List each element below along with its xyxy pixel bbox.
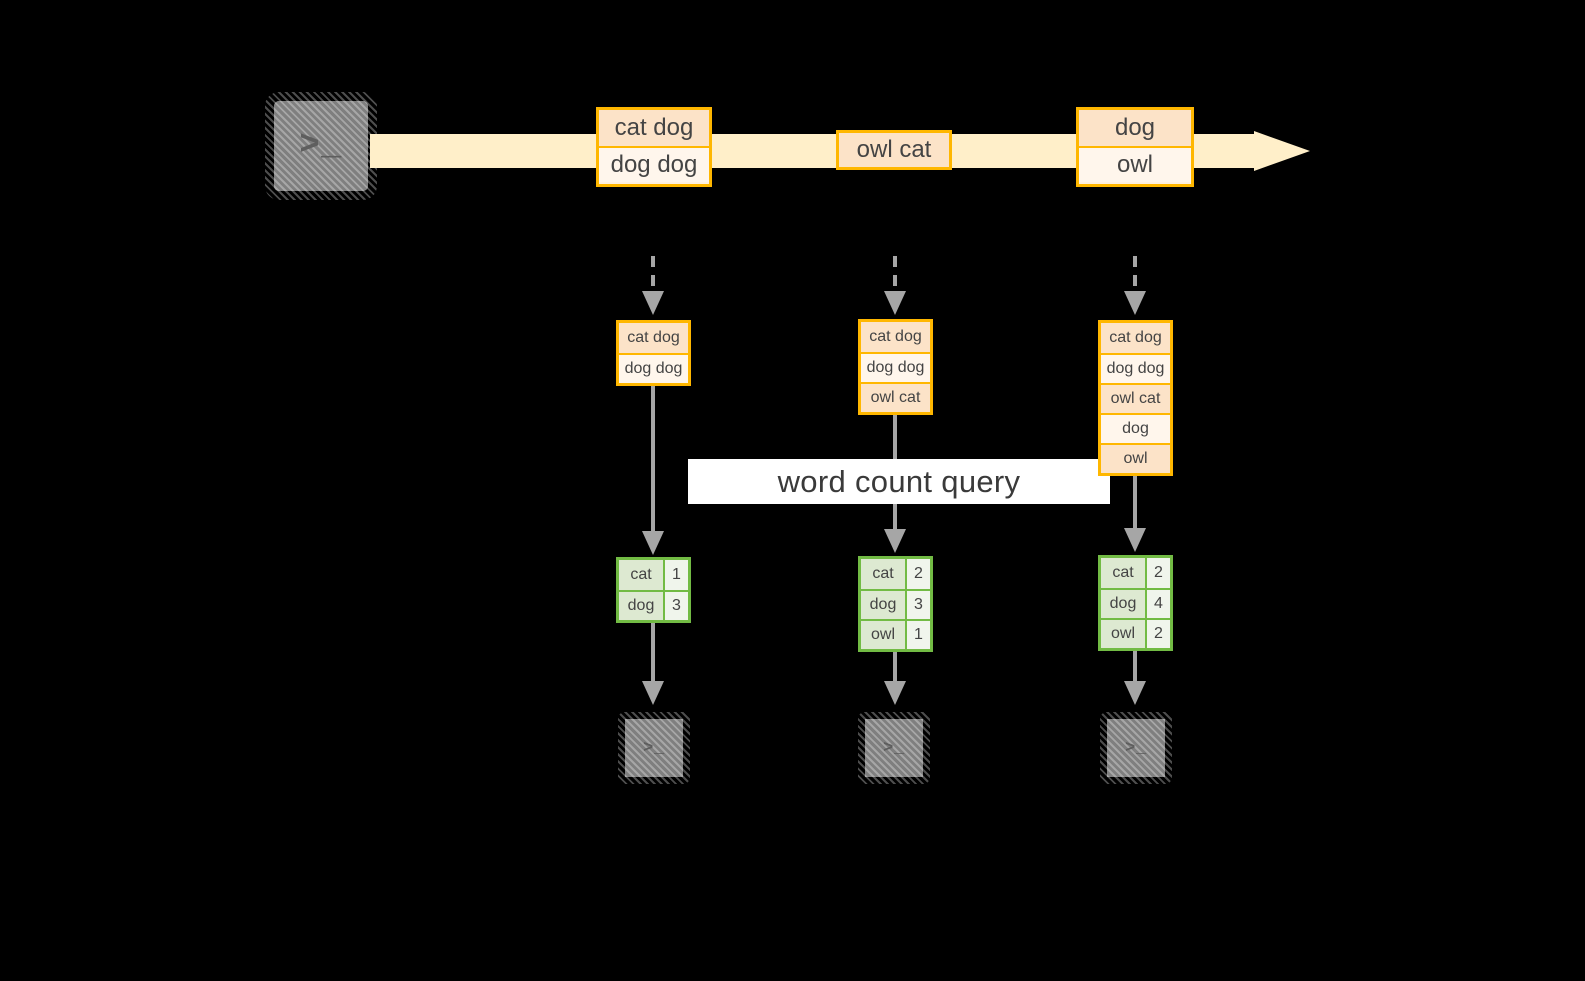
table-row: dog 4: [1101, 588, 1170, 618]
result-count: 3: [663, 592, 688, 620]
result-word: owl: [861, 621, 905, 649]
table-row: cat 2: [861, 559, 930, 589]
stream-message-line: dog dog: [599, 146, 709, 182]
stream-message-line: cat dog: [599, 110, 709, 146]
result-word: cat: [861, 559, 905, 589]
result-count: 2: [905, 559, 930, 589]
snapshot-stream-row: dog dog: [1101, 353, 1170, 383]
sink-terminal-2[interactable]: >_: [858, 712, 930, 784]
snapshot-stream-row: dog dog: [619, 353, 688, 383]
result-count: 2: [1145, 620, 1170, 648]
table-row: owl 2: [1101, 618, 1170, 648]
word-count-query-label: word count query: [777, 463, 1021, 499]
arrowhead-icon: [1124, 528, 1146, 552]
stream-message-line: owl cat: [839, 133, 949, 167]
terminal-prompt-icon: >_: [883, 738, 905, 758]
arrowhead-icon: [884, 529, 906, 553]
table-row: dog 3: [619, 590, 688, 620]
result-table-2[interactable]: cat 2 dog 3 owl 1: [858, 556, 933, 652]
snapshot-stream-row: owl cat: [861, 382, 930, 412]
source-terminal[interactable]: >_: [265, 92, 377, 200]
stream-message-2[interactable]: owl cat: [836, 130, 952, 170]
result-count: 1: [663, 560, 688, 590]
result-table-1[interactable]: cat 1 dog 3: [616, 557, 691, 623]
arrowhead-icon: [884, 291, 906, 315]
table-row: cat 2: [1101, 558, 1170, 588]
table-row: cat 1: [619, 560, 688, 590]
query-connector-3: [1133, 474, 1137, 547]
snapshot-stream-row: owl: [1101, 443, 1170, 473]
result-count: 1: [905, 621, 930, 649]
snapshot-stream-1[interactable]: cat dog dog dog: [616, 320, 691, 386]
arrowhead-icon: [642, 681, 664, 705]
result-table-3[interactable]: cat 2 dog 4 owl 2: [1098, 555, 1173, 651]
result-word: dog: [861, 591, 905, 619]
arrowhead-icon: [642, 531, 664, 555]
result-count: 4: [1145, 590, 1170, 618]
sink-terminal-1[interactable]: >_: [618, 712, 690, 784]
stream-message-line: dog: [1079, 110, 1191, 146]
result-count: 3: [905, 591, 930, 619]
result-word: owl: [1101, 620, 1145, 648]
snapshot-stream-row: dog dog: [861, 352, 930, 382]
word-count-query-band: word count query: [688, 459, 1110, 504]
snapshot-trigger-connector-3: [1133, 256, 1137, 294]
sink-terminal-3[interactable]: >_: [1100, 712, 1172, 784]
result-word: dog: [1101, 590, 1145, 618]
snapshot-stream-2[interactable]: cat dog dog dog owl cat: [858, 319, 933, 415]
snapshot-stream-row: cat dog: [861, 322, 930, 352]
terminal-prompt-icon: >_: [299, 127, 343, 165]
snapshot-stream-3[interactable]: cat dog dog dog owl cat dog owl: [1098, 320, 1173, 476]
table-row: dog 3: [861, 589, 930, 619]
result-word: dog: [619, 592, 663, 620]
query-connector-1: [651, 384, 655, 549]
sink-connector-3: [1133, 649, 1137, 686]
terminal-prompt-icon: >_: [1125, 738, 1147, 758]
stream-arrow-head-icon: [1254, 131, 1310, 171]
snapshot-stream-row: owl cat: [1101, 383, 1170, 413]
stream-message-line: owl: [1079, 146, 1191, 182]
terminal-prompt-icon: >_: [643, 738, 665, 758]
snapshot-stream-row: cat dog: [619, 323, 688, 353]
stream-message-1[interactable]: cat dog dog dog: [596, 107, 712, 187]
arrowhead-icon: [642, 291, 664, 315]
stream-message-3[interactable]: dog owl: [1076, 107, 1194, 187]
snapshot-trigger-connector-2: [893, 256, 897, 294]
arrowhead-icon: [1124, 291, 1146, 315]
result-word: cat: [619, 560, 663, 590]
arrowhead-icon: [1124, 681, 1146, 705]
arrowhead-icon: [884, 681, 906, 705]
snapshot-stream-row: cat dog: [1101, 323, 1170, 353]
sink-connector-1: [651, 620, 655, 686]
snapshot-trigger-connector-1: [651, 256, 655, 294]
snapshot-stream-row: dog: [1101, 413, 1170, 443]
result-count: 2: [1145, 558, 1170, 588]
result-word: cat: [1101, 558, 1145, 588]
table-row: owl 1: [861, 619, 930, 649]
sink-connector-2: [893, 650, 897, 686]
